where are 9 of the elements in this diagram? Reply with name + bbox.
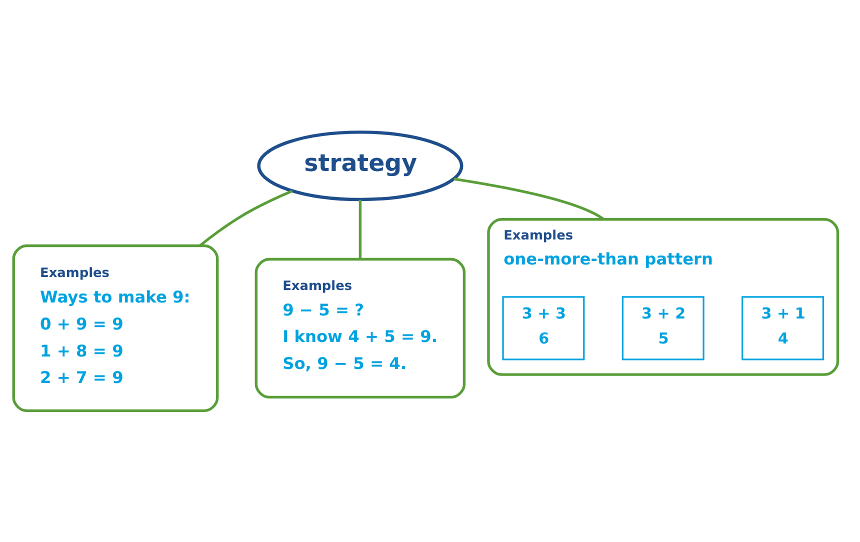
connector (199, 189, 293, 246)
node-box: 3 + 1 4 (742, 296, 824, 360)
node-box: Examples 9 − 5 = ? I know 4 + 5 = 9. So, 9 − 5 = 4. (254, 257, 466, 398)
node-ellipse: strategy (257, 130, 464, 201)
node-box: 3 + 3 6 (502, 296, 585, 360)
connector (454, 177, 605, 220)
node-box: Examples Ways to make 9: 0 + 9 = 9 1 + 8 = 9 2 + 7 = 9 (12, 244, 219, 412)
connector (358, 199, 362, 258)
node-box: 3 + 2 5 (622, 296, 704, 360)
